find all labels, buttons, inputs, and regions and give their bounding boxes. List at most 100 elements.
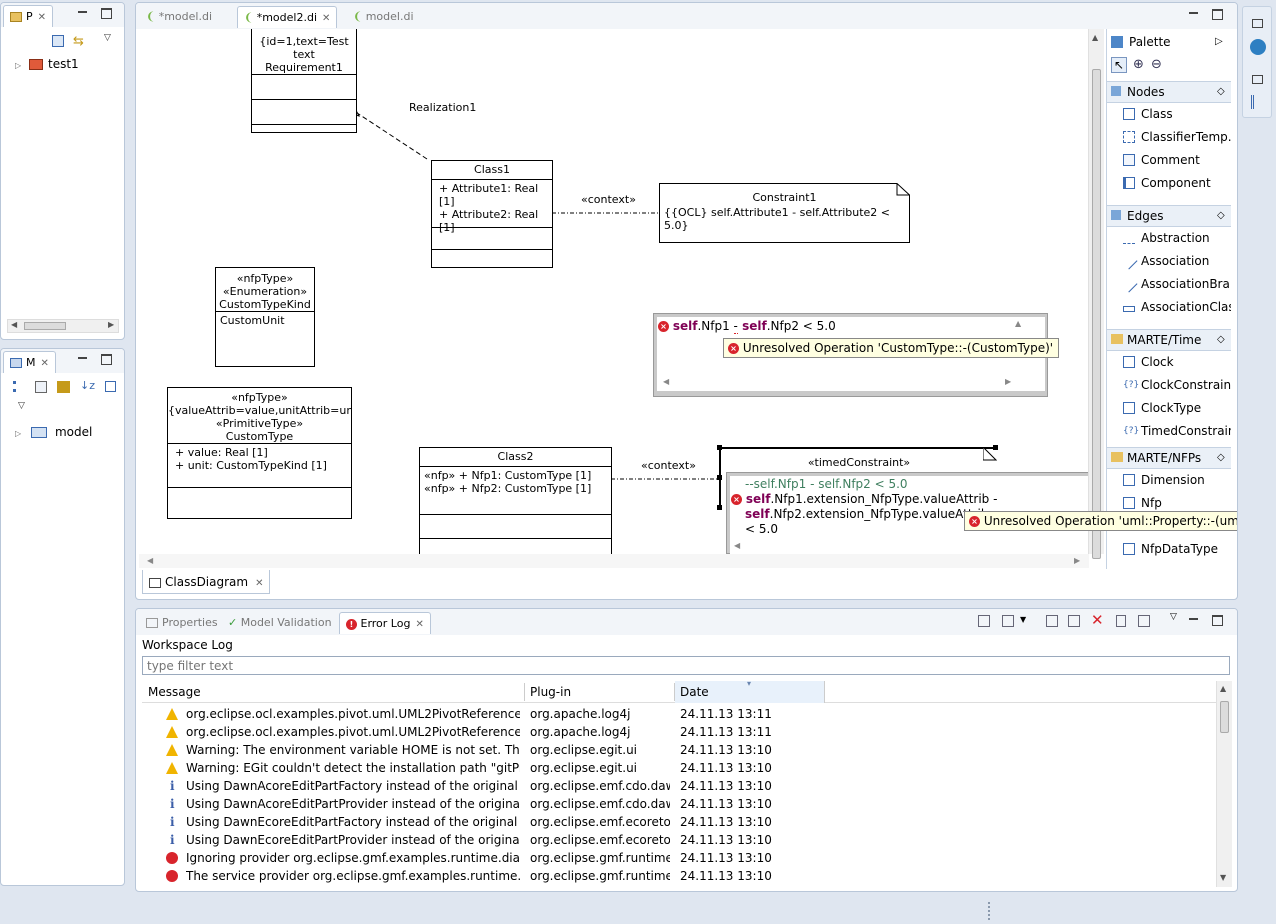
tab-model2-di[interactable]: ❨ *model2.di✕ bbox=[237, 6, 338, 28]
list-icon[interactable] bbox=[13, 381, 24, 392]
minimize-icon[interactable] bbox=[1188, 9, 1199, 20]
close-icon[interactable]: ✕ bbox=[37, 12, 47, 23]
restore-icon[interactable] bbox=[1252, 75, 1263, 84]
palette-item-component[interactable]: Component bbox=[1107, 172, 1211, 194]
table-row[interactable]: org.eclipse.ocl.examples.pivot.uml.UML2P… bbox=[142, 705, 1216, 723]
restore-icon[interactable] bbox=[1252, 19, 1263, 28]
pin-icon[interactable]: ◇ bbox=[1217, 334, 1225, 345]
scroll-left-arrow-icon[interactable]: ◀ bbox=[11, 320, 18, 329]
close-icon[interactable]: ✕ bbox=[415, 619, 424, 630]
palette-section-marte-nfps[interactable]: MARTE/NFPs◇ bbox=[1107, 447, 1231, 469]
filter-icon[interactable] bbox=[57, 381, 70, 393]
column-header-message[interactable]: Message bbox=[148, 685, 201, 699]
scroll-down-arrow-icon[interactable]: ▼ bbox=[1220, 873, 1227, 882]
collapse-all-icon[interactable] bbox=[52, 35, 64, 47]
palette-item-comment[interactable]: Comment bbox=[1107, 149, 1200, 171]
open-log-icon[interactable] bbox=[1116, 615, 1126, 627]
table-row[interactable]: Using DawnAcoreEditPartFactory instead o… bbox=[142, 777, 1216, 795]
diagram-tab[interactable]: ClassDiagram✕ bbox=[142, 570, 271, 594]
selection-handle[interactable] bbox=[993, 445, 998, 450]
filter-input[interactable] bbox=[142, 656, 1230, 675]
enumeration-node[interactable]: «nfpType» «Enumeration» CustomTypeKind C… bbox=[215, 267, 315, 367]
diagram-vertical-scrollbar[interactable]: ▲ bbox=[1088, 29, 1104, 559]
export-log-icon[interactable] bbox=[978, 615, 990, 627]
tab-model-di[interactable]: ❨ *model.di bbox=[140, 6, 218, 28]
class1-attribute[interactable]: + Attribute2: Real [1] bbox=[439, 208, 539, 234]
filter-icon[interactable] bbox=[1046, 615, 1058, 627]
table-row[interactable]: Using DawnEcoreEditPartProvider instead … bbox=[142, 831, 1216, 849]
ocl-editor-1[interactable]: × self.Nfp1 - self.Nfp2 < 5.0 ▲ ◀ ▶ × Un… bbox=[653, 313, 1060, 397]
table-row[interactable]: org.eclipse.ocl.examples.pivot.uml.UML2P… bbox=[142, 723, 1216, 741]
table-row[interactable]: The service provider org.eclipse.gmf.exa… bbox=[142, 867, 1216, 885]
table-row[interactable]: Using DawnEcoreEditPartFactory instead o… bbox=[142, 813, 1216, 831]
expand-arrow-icon[interactable]: ▷ bbox=[15, 61, 22, 70]
sort-icon[interactable]: ↓z bbox=[80, 379, 95, 392]
horizontal-scrollbar[interactable]: ◀ ▶ bbox=[7, 319, 119, 333]
scroll-thumb[interactable] bbox=[1092, 69, 1101, 559]
palette-item-clock-type[interactable]: ClockType bbox=[1107, 397, 1201, 419]
scroll-left-arrow-icon[interactable]: ◀ bbox=[147, 556, 154, 565]
palette-item-association-class[interactable]: AssociationClass bbox=[1107, 296, 1231, 318]
dropdown-arrow-icon[interactable]: ▼ bbox=[1020, 615, 1027, 624]
maximize-icon[interactable] bbox=[101, 354, 112, 365]
scroll-right-arrow-icon[interactable]: ▶ bbox=[1074, 556, 1081, 565]
restore-log-icon[interactable] bbox=[1138, 615, 1150, 627]
clear-log-icon[interactable] bbox=[1068, 615, 1080, 627]
pin-icon[interactable]: ◇ bbox=[1217, 86, 1225, 97]
view-menu-icon[interactable]: ▽ bbox=[1170, 612, 1177, 622]
scroll-left-arrow-icon[interactable]: ◀ bbox=[663, 377, 670, 386]
palette-item-nfp-data-type[interactable]: NfpDataType bbox=[1107, 538, 1218, 560]
scroll-right-arrow-icon[interactable]: ▶ bbox=[1005, 377, 1012, 386]
pin-icon[interactable]: ◇ bbox=[1217, 452, 1225, 463]
tab-error-log[interactable]: ! Error Log✕ bbox=[339, 612, 431, 634]
context1-label[interactable]: «context» bbox=[581, 193, 636, 206]
palette-item-abstraction[interactable]: Abstraction bbox=[1107, 227, 1210, 249]
link-editor-icon[interactable]: ⇆ bbox=[73, 34, 84, 49]
class2-attribute[interactable]: «nfp» + Nfp2: CustomType [1] bbox=[424, 482, 592, 495]
close-icon[interactable]: ✕ bbox=[322, 13, 331, 24]
status-bar-grip[interactable] bbox=[988, 902, 992, 920]
scroll-right-arrow-icon[interactable]: ▶ bbox=[108, 320, 115, 329]
scroll-thumb[interactable] bbox=[24, 322, 66, 330]
selection-handle[interactable] bbox=[717, 445, 722, 450]
palette-item-clock[interactable]: Clock bbox=[1107, 351, 1174, 373]
import-log-icon[interactable] bbox=[1002, 615, 1014, 627]
view-menu-icon[interactable]: ▽ bbox=[18, 401, 25, 411]
scroll-up-arrow-icon[interactable]: ▲ bbox=[1220, 684, 1227, 693]
log-vertical-scrollbar[interactable]: ▲ ▼ bbox=[1216, 681, 1232, 887]
maximize-icon[interactable] bbox=[101, 8, 112, 19]
minimize-icon[interactable] bbox=[77, 8, 88, 19]
tree-item-model[interactable]: ▷ model bbox=[15, 423, 92, 441]
minimize-icon[interactable] bbox=[77, 354, 88, 365]
palette-section-marte-time[interactable]: MARTE/Time◇ bbox=[1107, 329, 1231, 351]
scroll-left-arrow-icon[interactable]: ◀ bbox=[734, 541, 741, 550]
diagram-horizontal-scrollbar[interactable]: ◀ ▶ bbox=[139, 554, 1089, 568]
delete-log-icon[interactable]: ✕ bbox=[1091, 611, 1104, 629]
diagram-canvas[interactable]: {id=1,text=Test text Requirement1 Realiz… bbox=[139, 29, 1089, 554]
custom-type-attribute[interactable]: + value: Real [1] bbox=[175, 446, 268, 459]
class2-node[interactable]: Class2 «nfp» + Nfp1: CustomType [1] «nfp… bbox=[419, 447, 612, 554]
palette-item-timed-constraint[interactable]: {?}TimedConstraint bbox=[1107, 420, 1231, 442]
scroll-up-arrow-icon[interactable]: ▲ bbox=[1092, 33, 1099, 42]
select-tool-icon[interactable]: ↖ bbox=[1111, 57, 1127, 73]
context2-label[interactable]: «context» bbox=[641, 459, 696, 472]
palette-item-association[interactable]: Association bbox=[1107, 250, 1209, 272]
column-header-plugin[interactable]: Plug-in bbox=[530, 685, 572, 699]
tree-item-test1[interactable]: ▷ test1 bbox=[15, 55, 79, 73]
class1-attribute[interactable]: + Attribute1: Real [1] bbox=[439, 182, 539, 208]
class2-attribute[interactable]: «nfp» + Nfp1: CustomType [1] bbox=[424, 469, 592, 482]
zoom-out-icon[interactable]: ⊖ bbox=[1151, 57, 1162, 72]
palette-item-clock-constraint[interactable]: {?}ClockConstraint bbox=[1107, 374, 1231, 396]
outline-icon[interactable] bbox=[1251, 95, 1265, 109]
papyrus-perspective-icon[interactable] bbox=[1250, 39, 1266, 55]
enum-literal[interactable]: CustomUnit bbox=[216, 311, 314, 327]
custom-type-node[interactable]: «nfpType» {valueAttrib=value,unitAttrib=… bbox=[167, 387, 352, 519]
realization-label[interactable]: Realization1 bbox=[409, 101, 477, 114]
palette-item-nfp[interactable]: Nfp bbox=[1107, 492, 1162, 514]
tab-model-di-2[interactable]: ❨ model.di bbox=[347, 6, 420, 28]
tab-project-explorer[interactable]: P✕ bbox=[3, 5, 54, 27]
palette-section-nodes[interactable]: Nodes◇ bbox=[1107, 81, 1231, 103]
palette-item-class[interactable]: Class bbox=[1107, 103, 1173, 125]
palette-collapse-arrow-icon[interactable]: ▷ bbox=[1215, 36, 1223, 47]
tab-model-validation[interactable]: ✓ Model Validation bbox=[222, 612, 338, 634]
